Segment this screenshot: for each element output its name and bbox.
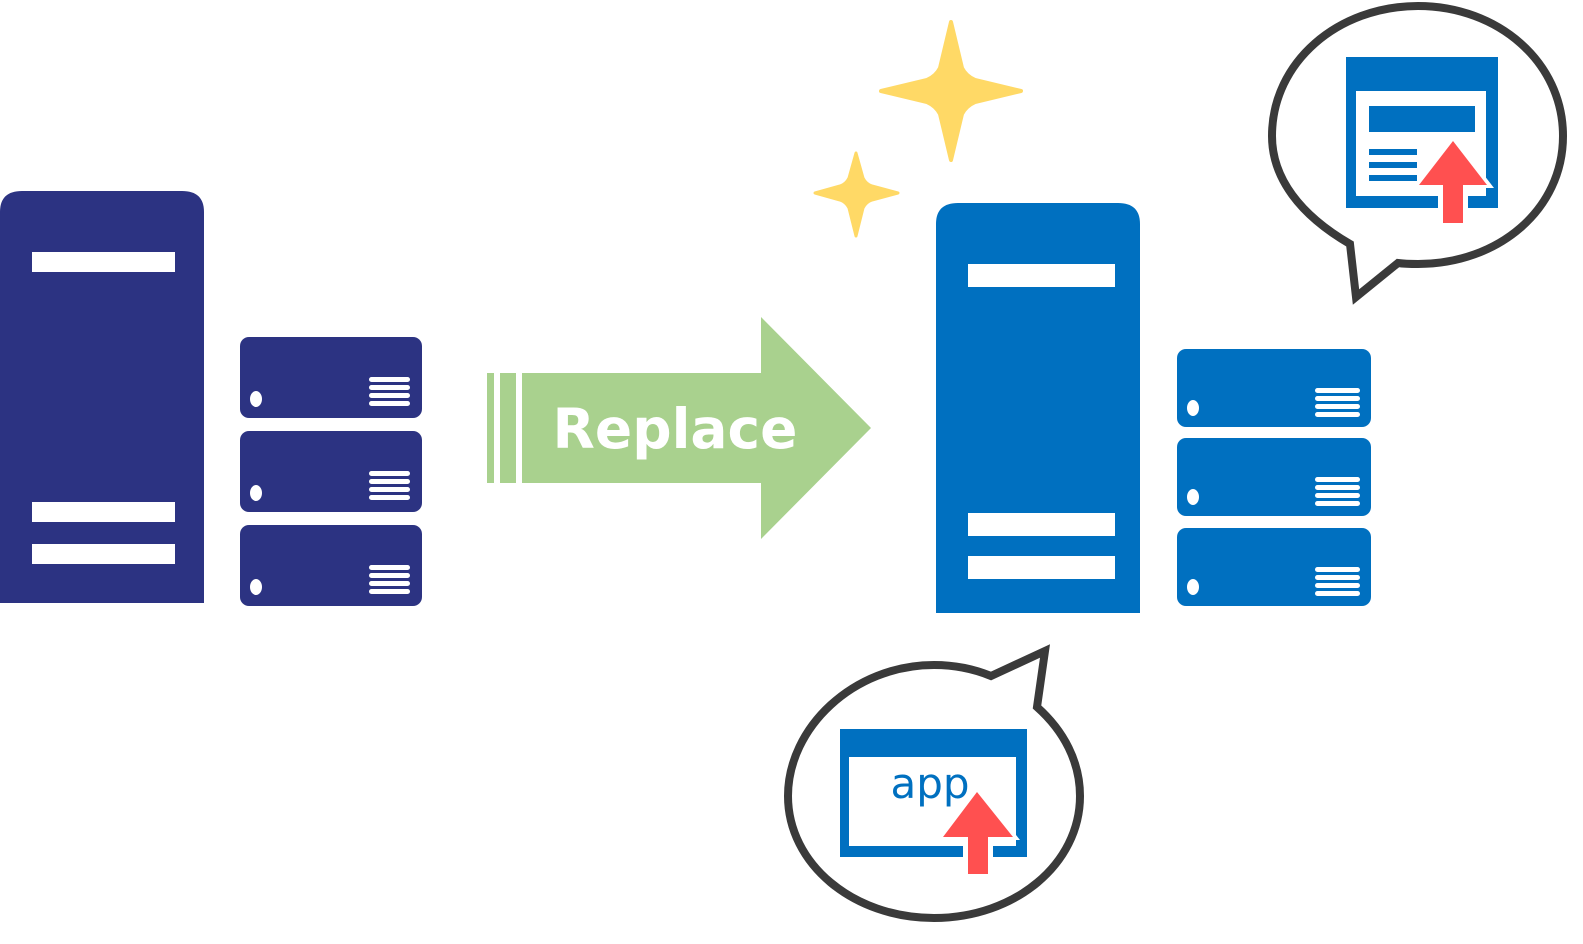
sparkle-small-icon [813,151,900,238]
replace-label: Replace [553,397,798,461]
sparkle-icon [879,20,1023,162]
speech-bubble-app: app [783,644,1085,923]
old-rack-unit-icon [240,525,422,606]
speech-bubble-document [1267,1,1568,305]
new-tower-server-icon [936,203,1140,613]
upgrade-arrow-icon [1412,135,1494,227]
old-tower-server-icon [0,191,204,603]
new-rack-unit-icon [1177,528,1371,606]
document-upgrade-icon [1346,57,1498,227]
replace-arrow: Replace [487,317,871,539]
old-rack-unit-icon [240,431,422,512]
new-rack-unit-icon [1177,349,1371,427]
app-window-upgrade-icon: app [840,729,1027,878]
old-server-group [0,191,422,606]
old-rack-unit-icon [240,337,422,418]
upgrade-arrow-icon [936,786,1020,878]
new-rack-unit-icon [1177,438,1371,516]
app-label: app [890,759,969,808]
new-server-group [936,203,1371,613]
